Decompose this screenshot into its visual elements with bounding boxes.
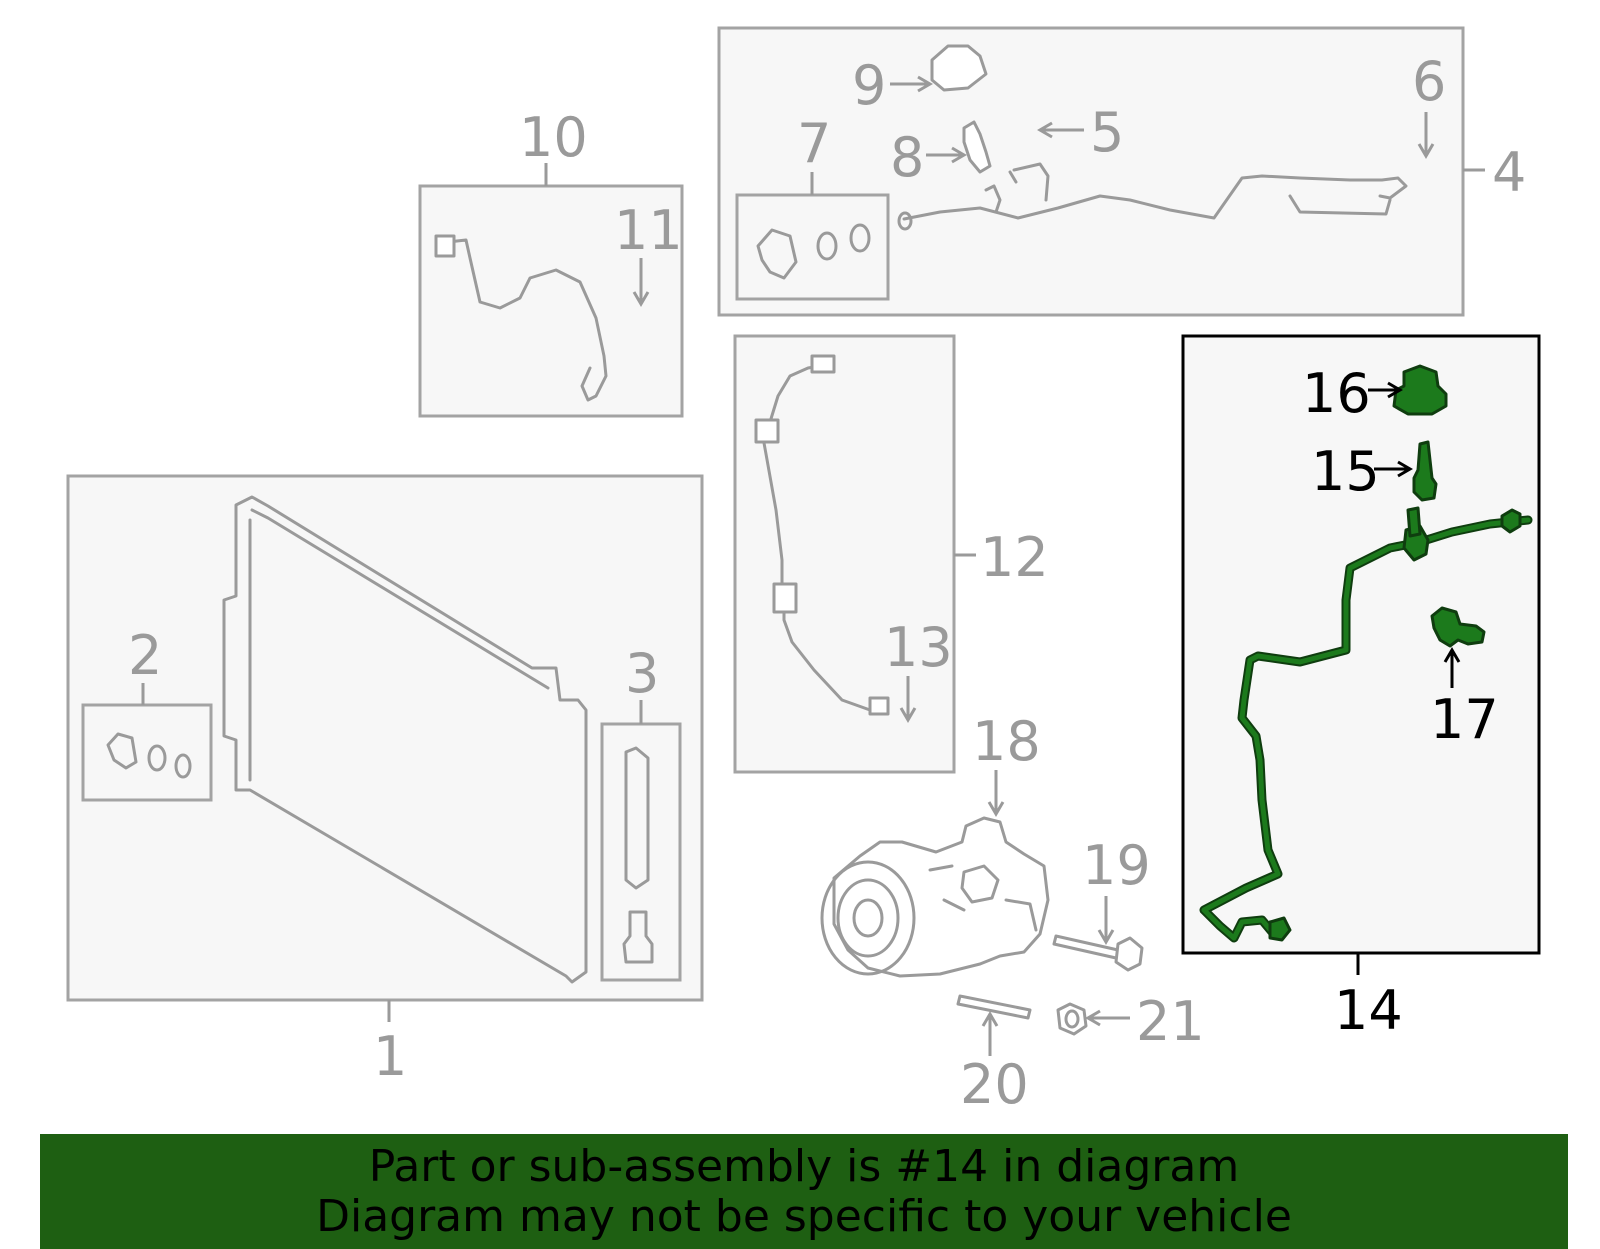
line-fitting-14c[interactable] (1268, 916, 1292, 942)
arrowhead-20 (981, 1011, 999, 1027)
arrowhead-8 (951, 146, 967, 164)
arrowhead-9 (917, 75, 933, 93)
hose-part-12 (760, 362, 872, 712)
o-ring-2a (147, 744, 167, 772)
label-21: 21 (1136, 990, 1205, 1053)
condenser-part (222, 495, 588, 984)
hose-fitting-12a (810, 354, 836, 374)
label-12: 12 (980, 526, 1049, 589)
tube-port-7 (984, 184, 1002, 214)
hose-fitting-12d (868, 696, 890, 716)
label-5: 5 (1090, 101, 1124, 164)
condenser-inner (248, 508, 550, 782)
group-hose-10: 10 11 (418, 106, 684, 418)
arrowhead-19 (1097, 929, 1115, 945)
box-14[interactable] (1181, 334, 1541, 955)
arrowhead-11 (632, 291, 650, 307)
group-tube-4: 7 9 8 5 6 4 (717, 26, 1526, 317)
notice-line-2: Diagram may not be specific to your vehi… (316, 1191, 1292, 1242)
nut-part-21 (1056, 1002, 1088, 1036)
label-9: 9 (852, 54, 886, 117)
bolt-part-19 (1052, 934, 1120, 960)
line-part-14[interactable] (1201, 517, 1531, 941)
group-condenser: 1 2 3 (66, 474, 704, 1088)
nut-hole-21 (1064, 1009, 1080, 1029)
group-highlighted-14[interactable]: 14 16 15 17 (1181, 334, 1541, 1042)
o-ring-2b (174, 753, 192, 779)
box-12 (733, 334, 956, 774)
arrowhead-16 (1387, 381, 1403, 399)
notice-banner: Part or sub-assembly is #14 in diagram D… (40, 1134, 1568, 1249)
o-ring-7b (849, 223, 871, 253)
hose-fitting-10 (434, 234, 456, 258)
arrowhead-5 (1037, 121, 1053, 139)
arrowhead-15 (1397, 460, 1413, 478)
tube-part-4 (902, 174, 1408, 221)
label-7: 7 (797, 112, 831, 175)
cap-part-9 (930, 44, 988, 92)
hose-fitting-12b (754, 418, 780, 444)
label-1: 1 (373, 1025, 407, 1088)
label-8: 8 (890, 126, 924, 189)
compressor-hub (852, 898, 884, 938)
box-2 (81, 703, 213, 802)
label-18: 18 (972, 710, 1041, 773)
plug-part-3 (622, 910, 654, 964)
box-3 (600, 722, 682, 982)
tube-port-5 (1008, 162, 1050, 202)
bracket-part-7 (756, 228, 798, 280)
label-13: 13 (884, 616, 953, 679)
arrowhead-18 (987, 801, 1005, 817)
tube-end-4 (897, 211, 913, 231)
label-14[interactable]: 14 (1334, 979, 1403, 1042)
compressor-clutch-18 (820, 860, 916, 976)
label-15[interactable]: 15 (1311, 440, 1380, 503)
arrowhead-13 (899, 707, 917, 723)
label-4: 4 (1492, 141, 1526, 204)
o-ring-7a (816, 231, 838, 261)
stud-part-20 (956, 994, 1032, 1020)
hose-fitting-12c (772, 582, 798, 614)
group-compressor: 18 19 20 21 (820, 710, 1205, 1116)
label-2: 2 (128, 624, 162, 687)
bolt-head-19 (1114, 936, 1144, 972)
hose-part-10 (446, 238, 608, 402)
tube-bracket-4 (1288, 194, 1392, 216)
label-11: 11 (614, 199, 683, 262)
label-19: 19 (1082, 834, 1151, 897)
notice-line-1: Part or sub-assembly is #14 in diagram (368, 1141, 1240, 1192)
box-7 (735, 193, 890, 301)
valve-part-8 (962, 120, 992, 174)
compressor-details (928, 864, 1038, 932)
label-3: 3 (625, 642, 659, 705)
sensor-part-17[interactable] (1430, 606, 1486, 648)
group-hose-12: 12 13 (733, 334, 1049, 774)
arrowhead-6 (1417, 143, 1435, 159)
compressor-clutch-inner (836, 878, 900, 958)
valve-part-15[interactable] (1412, 440, 1438, 502)
line-service-port-14[interactable] (1406, 506, 1422, 538)
arrowhead-17 (1443, 647, 1461, 663)
label-17[interactable]: 17 (1430, 688, 1499, 751)
line-fitting-14a[interactable] (1500, 508, 1522, 534)
arrowhead-21 (1085, 1009, 1101, 1027)
bracket-seal-part-2 (106, 732, 138, 770)
label-10: 10 (519, 106, 588, 169)
compressor-body-18 (832, 816, 1050, 978)
desiccant-part-3 (624, 746, 650, 890)
label-16[interactable]: 16 (1302, 362, 1371, 425)
label-6: 6 (1412, 50, 1446, 113)
label-20: 20 (960, 1053, 1029, 1116)
